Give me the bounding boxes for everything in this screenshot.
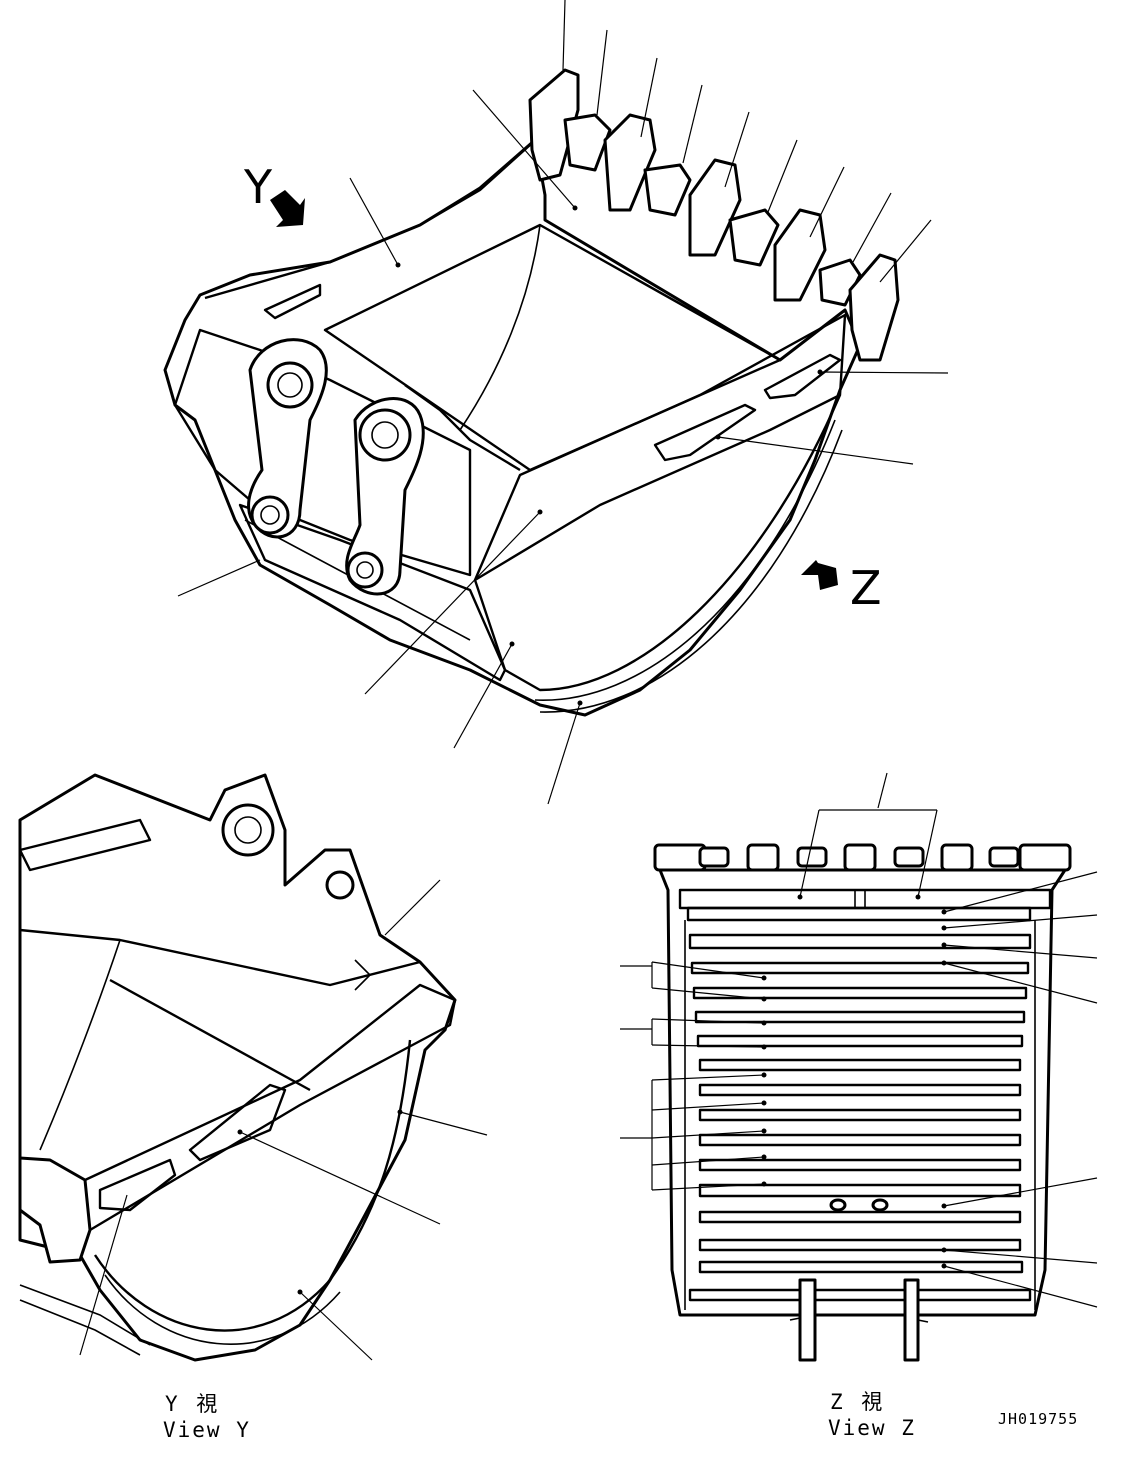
view-z-frame [658,868,1067,1317]
bucket-inner-floor [323,223,782,472]
tooth-4 [643,163,692,217]
arrow-y-icon [270,190,305,227]
side-cutter-slot-1 [653,403,757,462]
view-y-arrow-letter: Y [244,160,273,214]
tooth-6 [728,208,780,267]
view-y-inner [19,928,421,987]
lug-plate [263,283,322,320]
view-y-leaders [79,879,488,1361]
tooth-2 [563,113,612,172]
wear-plate-edge-2 [539,429,843,713]
view-y-shell [18,773,457,1362]
view-y-cutter-slot-2 [98,1158,177,1212]
view-z-caption-jp: Z 視 [830,1390,886,1414]
view-y-lug-plate [18,818,152,872]
view-z-arrow-letter: Z [850,561,882,615]
main-bucket-view [163,0,949,805]
view-y-inner-curve [39,939,121,1151]
pin-boss-lower-right [346,551,384,589]
view-z-lug-left [798,1278,817,1362]
rear-box [173,328,472,577]
view-y-corner-tooth [18,1156,92,1264]
tooth-7 [773,208,827,302]
link-bracket [404,384,521,472]
wear-plate-edge [534,419,836,701]
bucket-inner-curve [459,224,541,431]
view-z-caption-en: View Z [828,1416,916,1440]
view-z-drawing [620,772,1098,1362]
tooth-5 [688,158,742,257]
tooth-9 [848,253,900,362]
pin-boss-upper-left [266,361,314,409]
pin-boss-lower-left [250,495,290,535]
view-y-boss [221,803,275,857]
view-y-wear [93,1039,412,1332]
view-y-caption-jp: Y 視 [165,1392,221,1416]
view-y-caption-en: View Y [163,1418,251,1442]
drawing-code: JH019755 [998,1410,1079,1428]
view-y-floor-line [109,978,311,1092]
right-side-plate [473,313,847,582]
pin-boss-upper-right [358,408,412,462]
arrow-z-icon [801,560,838,590]
view-z-wear-strips [686,906,1032,1302]
curved-wear-plate [473,394,842,692]
bucket-teeth [528,68,900,362]
view-z-lug-right [903,1278,920,1362]
side-cutter-slot-2 [763,353,842,400]
view-y-drawing [18,773,488,1362]
view-y-lug [325,870,355,900]
view-y-cutter-slot-1 [188,1083,287,1162]
view-z-teeth [653,843,1072,872]
tooth-3 [603,113,657,212]
view-z-leaders [620,772,1098,1308]
main-leaders [177,0,949,805]
side-plate-top [204,144,531,300]
